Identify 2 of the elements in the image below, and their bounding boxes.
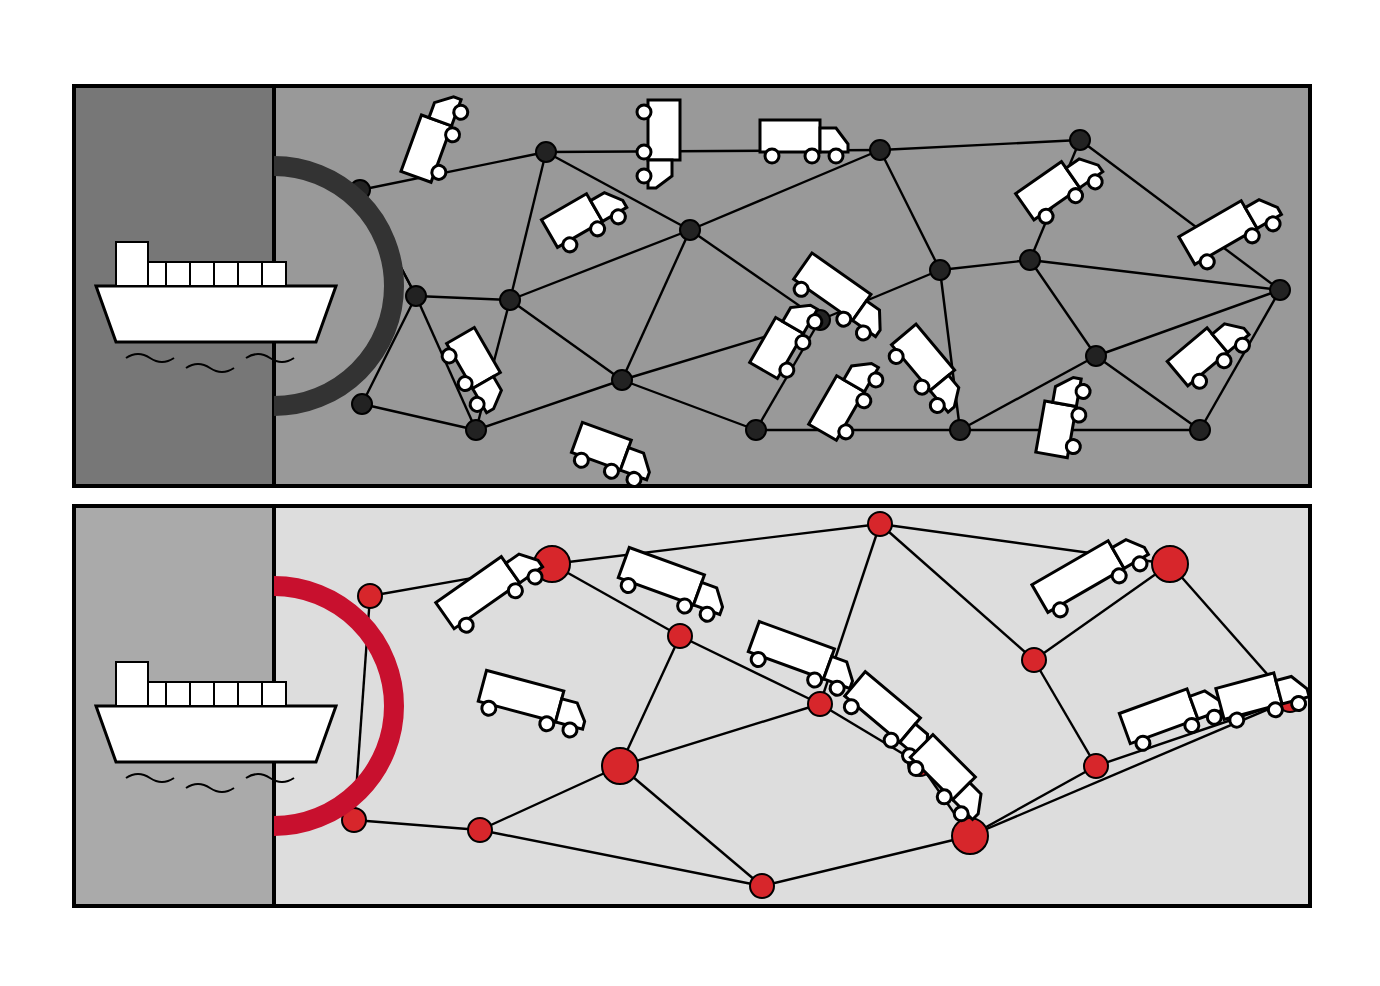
port-network-drawing	[72, 84, 1312, 488]
port-network-drawing	[72, 504, 1312, 908]
